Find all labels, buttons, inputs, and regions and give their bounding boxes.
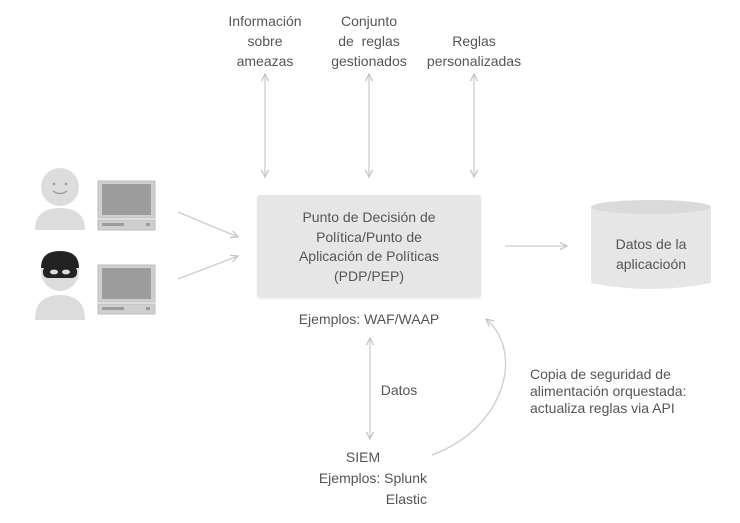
attacker-arrow	[177, 256, 238, 280]
feedback-arrow	[431, 319, 507, 456]
label-line: alimentación orquestada:	[530, 383, 687, 399]
threat-intel-label: Información sobre ameazas	[213, 11, 317, 71]
label-line: SIEM	[345, 449, 381, 465]
custom-rules-label: Reglas personalizadas	[414, 31, 534, 71]
label-line: Datos de la	[615, 236, 687, 252]
label-line: Conjunto	[340, 13, 398, 29]
label-line: gestionados	[331, 53, 407, 69]
database-icon	[591, 200, 711, 289]
pdp-line: Aplicación de Políticas	[298, 248, 440, 264]
pdp-line: Punto de Decisión de	[302, 209, 436, 225]
pdp-line: (PDP/PEP)	[333, 267, 404, 284]
siem-label: SIEM Ejemplos: Splunk Elastic	[294, 447, 444, 510]
computer-icon	[97, 264, 156, 315]
label-line: Información	[228, 13, 302, 29]
pdp-pep-box: Punto de Decisión de Política/Punto de A…	[257, 195, 481, 298]
label-line: Copia de seguridad de	[530, 366, 671, 382]
managed-rules-label: Conjunto de reglas gestionados	[317, 11, 421, 71]
label-line: Reglas	[452, 33, 496, 49]
attacker-icon	[35, 251, 85, 320]
label-line: aplicacioón	[615, 256, 687, 272]
label-line: Ejemplos: Splunk	[318, 470, 427, 486]
pdp-line: Política/Punto de	[316, 228, 422, 245]
database-label: Datos de la aplicacioón	[591, 234, 711, 274]
feedback-label: Copia de seguridad de alimentación orque…	[530, 366, 735, 417]
label-line: personalizadas	[426, 53, 522, 69]
label-line: sobre	[247, 33, 283, 49]
user-icon	[35, 168, 85, 230]
pdp-examples-label: Ejemplos: WAF/WAAP	[298, 311, 440, 327]
label-line: de reglas	[338, 33, 400, 49]
label-line: ameazas	[236, 53, 294, 69]
label-line: Elastic	[385, 491, 427, 507]
client-arrow	[177, 211, 238, 237]
computer-icon	[97, 180, 156, 231]
label-line: actualiza reglas via API	[530, 400, 675, 416]
data-flow-label: Datos	[380, 382, 418, 398]
